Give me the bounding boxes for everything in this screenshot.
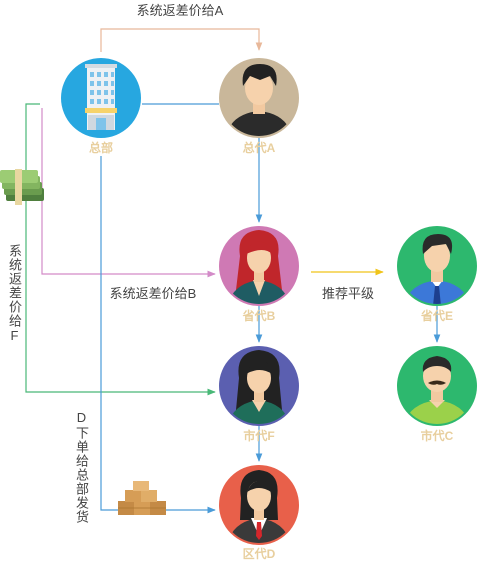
node-agent-e: 省代E bbox=[397, 226, 477, 323]
money-stack-icon bbox=[0, 169, 44, 205]
label-middle-arrow: 系统返差价给B bbox=[110, 286, 197, 301]
label-d-vertical: D下单给总部发货 bbox=[74, 410, 89, 524]
cardboard-boxes-icon bbox=[118, 481, 166, 515]
node-agent-a: 总代A bbox=[219, 58, 299, 155]
label-top-arrow: 系统返差价给A bbox=[137, 3, 224, 18]
node-agent-c-label: 市代C bbox=[421, 428, 454, 443]
node-agent-a-label: 总代A bbox=[243, 140, 276, 155]
node-agent-b: 省代B bbox=[219, 226, 299, 323]
arrow-hq-to-b bbox=[41, 108, 216, 278]
node-agent-b-label: 省代B bbox=[242, 308, 276, 323]
node-agent-e-label: 省代E bbox=[420, 308, 453, 323]
arrow-hq-to-f bbox=[25, 103, 216, 396]
arrow-hq-to-a-top bbox=[100, 28, 263, 52]
node-agent-c: 市代C bbox=[397, 346, 477, 443]
node-agent-d-label: 区代D bbox=[243, 546, 276, 561]
node-agent-f-label: 市代F bbox=[243, 428, 274, 443]
node-hq: 总部 bbox=[61, 58, 141, 155]
office-building-icon bbox=[85, 64, 117, 130]
node-hq-label: 总部 bbox=[89, 140, 113, 155]
label-left-vertical: 系统返差价给F bbox=[7, 244, 22, 344]
node-agent-d: 区代D bbox=[219, 465, 299, 561]
node-agent-f: 市代F bbox=[219, 346, 299, 443]
arrow-hq-to-d bbox=[100, 156, 216, 514]
label-recommend: 推荐平级 bbox=[322, 286, 374, 301]
